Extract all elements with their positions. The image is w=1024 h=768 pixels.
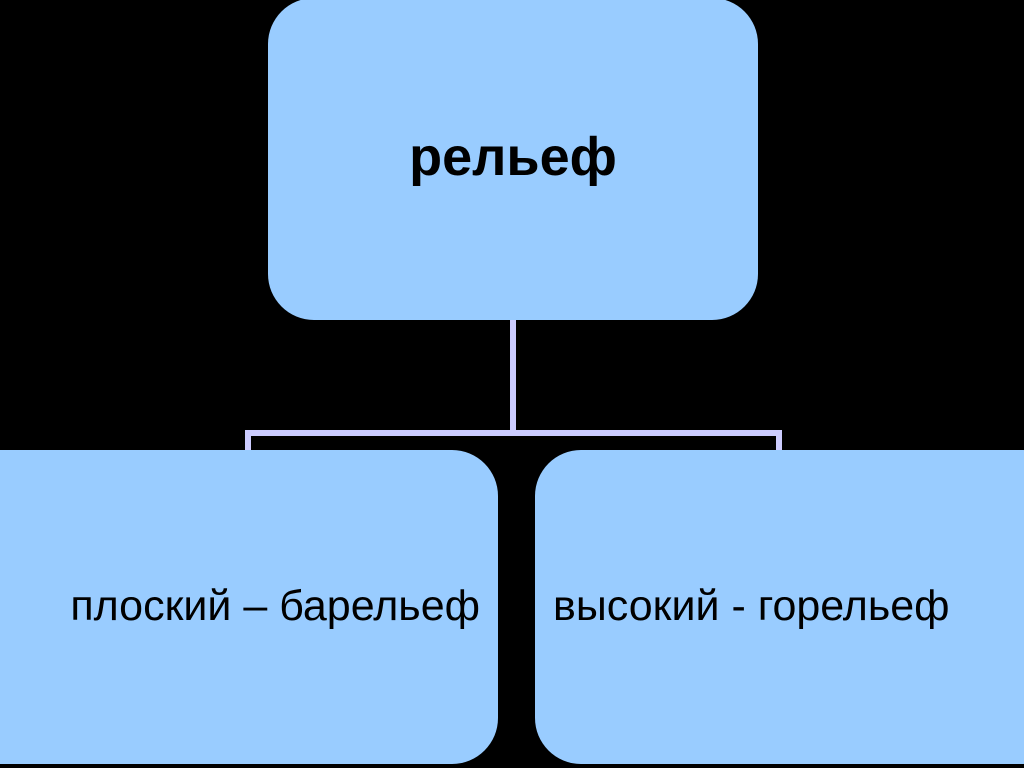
- node-high-relief[interactable]: высокий - горельеф: [535, 450, 1024, 764]
- node-high-relief-label: высокий - горельеф: [553, 582, 950, 631]
- node-root-label: рельеф: [409, 126, 617, 187]
- connector-horizontal-bar: [245, 430, 782, 436]
- node-root-relief[interactable]: рельеф: [268, 0, 758, 320]
- node-bas-relief[interactable]: плоский – барельеф: [0, 450, 498, 764]
- node-bas-relief-label: плоский – барельеф: [70, 582, 480, 631]
- connector-drop-right: [776, 430, 782, 452]
- connector-drop-left: [245, 430, 251, 452]
- connector-stem-vertical: [510, 318, 516, 436]
